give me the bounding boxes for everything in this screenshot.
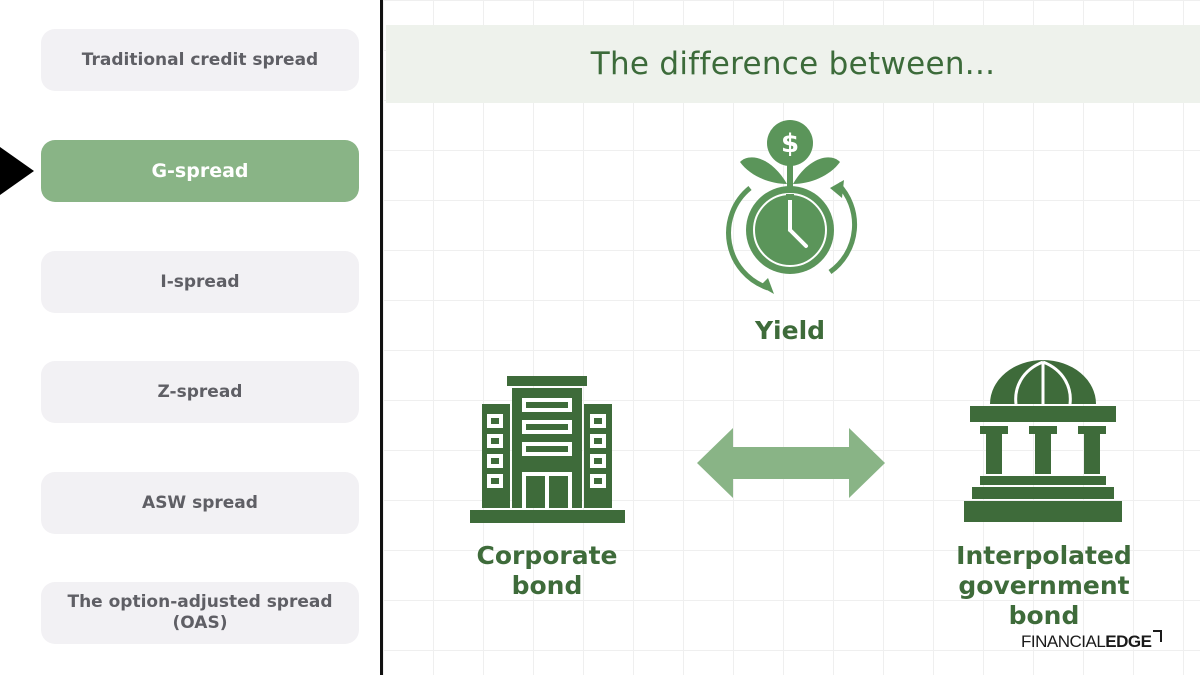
menu-item-z-spread[interactable]: Z-spread	[41, 361, 359, 423]
content-panel: The difference between...	[383, 0, 1200, 675]
menu-item-label: I-spread	[160, 271, 240, 292]
yield-label: Yield	[754, 316, 826, 345]
brand-mark-icon	[1153, 630, 1163, 642]
topic-sidebar: Traditional credit spread G-spread I-spr…	[0, 0, 380, 675]
panel-divider	[380, 0, 383, 675]
menu-item-label: ASW spread	[142, 492, 258, 513]
svg-text:$: $	[781, 129, 799, 159]
double-arrow-icon	[697, 428, 885, 498]
government-building-icon	[964, 360, 1122, 522]
menu-item-g-spread[interactable]: G-spread	[41, 140, 359, 202]
page-title: The difference between...	[590, 46, 996, 82]
menu-item-oas[interactable]: The option-adjusted spread (OAS)	[41, 582, 359, 644]
menu-item-label: G-spread	[151, 159, 249, 182]
title-banner: The difference between...	[386, 25, 1200, 103]
money-plant-clock-icon: $	[726, 120, 858, 294]
menu-item-label: Traditional credit spread	[81, 49, 319, 70]
menu-item-asw-spread[interactable]: ASW spread	[41, 472, 359, 534]
menu-item-label: The option-adjusted spread (OAS)	[67, 592, 333, 633]
menu-item-i-spread[interactable]: I-spread	[41, 251, 359, 313]
current-topic-pointer-icon	[0, 147, 34, 195]
menu-item-traditional-credit-spread[interactable]: Traditional credit spread	[41, 29, 359, 91]
corporate-bond-label: Corporate bond	[476, 541, 618, 600]
brand-name-bold: EDGE	[1105, 632, 1152, 651]
menu-item-label: Z-spread	[157, 381, 243, 402]
brand-name-light: FINANCIAL	[1021, 632, 1106, 651]
government-bond-label: Interpolated government bond	[956, 541, 1132, 630]
office-building-icon	[470, 376, 625, 523]
